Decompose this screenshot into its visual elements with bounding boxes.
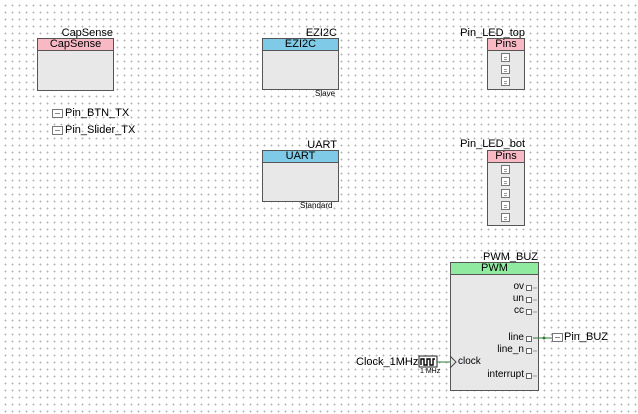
pwm-port-cc-label: cc — [514, 305, 524, 316]
pin-buz-icon[interactable] — [552, 333, 563, 342]
pwm-buz-component[interactable]: PWM — [450, 262, 539, 391]
pwm-port-clock-label: clock — [458, 356, 481, 367]
clock-frequency-label: 1 MHz — [420, 368, 441, 375]
capsense-instance-name: CapSense — [61, 27, 113, 39]
uart-instance-name: UART — [307, 139, 337, 151]
pwm-port-un[interactable] — [526, 297, 532, 303]
pin-btn-tx-icon[interactable] — [52, 109, 63, 118]
pwm-port-un-label: un — [512, 293, 524, 304]
pwm-port-line-label: line — [508, 332, 524, 343]
pin-led-top-instance-name: Pin_LED_top — [460, 27, 525, 39]
uart-component[interactable]: UART — [262, 150, 339, 202]
pin-buz-label: Pin_BUZ — [564, 331, 609, 343]
pin-led-bot-component[interactable]: Pins — [487, 150, 525, 226]
pin-led-bot-cell-5 — [501, 213, 510, 222]
pwm-port-interrupt-label: interrupt — [487, 369, 524, 380]
pin-led-bot-body — [487, 162, 525, 226]
pin-led-bot-cell-1 — [501, 165, 510, 174]
uart-body — [262, 162, 339, 202]
capsense-body — [37, 50, 114, 91]
pwm-port-line-n-label: line_n — [497, 344, 524, 355]
clock-symbol-icon[interactable] — [418, 355, 438, 368]
ezi2c-body — [262, 50, 339, 90]
pwm-port-interrupt[interactable] — [526, 373, 532, 379]
pwm-port-line[interactable] — [526, 336, 532, 342]
pin-led-bot-cell-3 — [501, 189, 510, 198]
pwm-buz-body — [450, 274, 539, 391]
pwm-port-ov-label: ov — [513, 281, 524, 292]
capsense-component[interactable]: CapSense — [37, 38, 114, 91]
pin-led-top-body — [487, 50, 525, 90]
pwm-port-cc[interactable] — [526, 309, 532, 315]
pin-led-bot-cell-4 — [501, 201, 510, 210]
ezi2c-mode-label: Slave — [315, 89, 336, 98]
pin-led-top-cell-1 — [501, 53, 510, 62]
pin-led-bot-instance-name: Pin_LED_bot — [460, 138, 525, 150]
pin-led-bot-cell-2 — [501, 177, 510, 186]
pin-led-top-cell-2 — [501, 65, 510, 74]
uart-mode-label: Standard — [300, 201, 333, 210]
ezi2c-instance-name: EZI2C — [305, 27, 337, 39]
pin-btn-tx-label: Pin_BTN_TX — [65, 107, 130, 119]
pin-led-top-cell-3 — [501, 77, 510, 86]
clock-name-label: Clock_1MHz — [356, 356, 419, 368]
pwm-port-ov[interactable] — [526, 285, 532, 291]
pin-slider-tx-icon[interactable] — [52, 126, 63, 135]
ezi2c-component[interactable]: EZI2C — [262, 38, 339, 90]
pin-led-top-component[interactable]: Pins — [487, 38, 525, 90]
pin-slider-tx-label: Pin_Slider_TX — [65, 124, 136, 136]
pwm-port-line-n[interactable] — [526, 348, 532, 354]
pwm-buz-instance-name: PWM_BUZ — [483, 251, 538, 263]
